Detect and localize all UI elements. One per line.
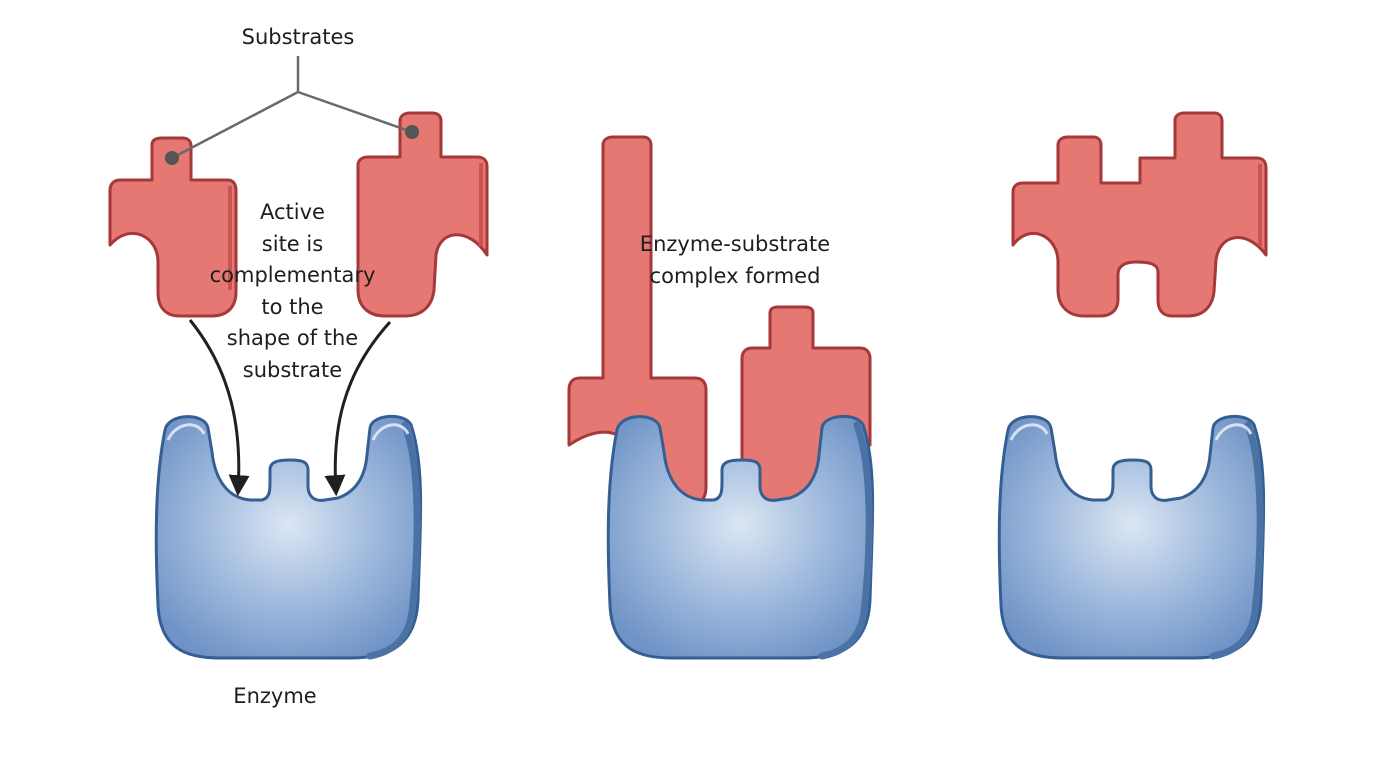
enzyme-complex-shape bbox=[606, 414, 875, 660]
complex-label: Enzyme-substrate complex formed bbox=[639, 232, 831, 288]
left-panel bbox=[108, 56, 489, 658]
substrates-leader-lines bbox=[165, 56, 419, 165]
enzyme-free-shape bbox=[999, 416, 1263, 658]
arrow-right bbox=[324, 320, 392, 497]
substrates-label: Substrates bbox=[241, 25, 355, 49]
right-panel bbox=[999, 111, 1268, 658]
active-site-label: Active site is complementary to the shap… bbox=[209, 200, 376, 382]
enzyme-label: Enzyme bbox=[233, 684, 317, 708]
arrow-left bbox=[188, 319, 250, 497]
enzyme-shape bbox=[156, 416, 420, 658]
product-shape bbox=[1011, 111, 1268, 318]
middle-panel bbox=[567, 135, 875, 660]
